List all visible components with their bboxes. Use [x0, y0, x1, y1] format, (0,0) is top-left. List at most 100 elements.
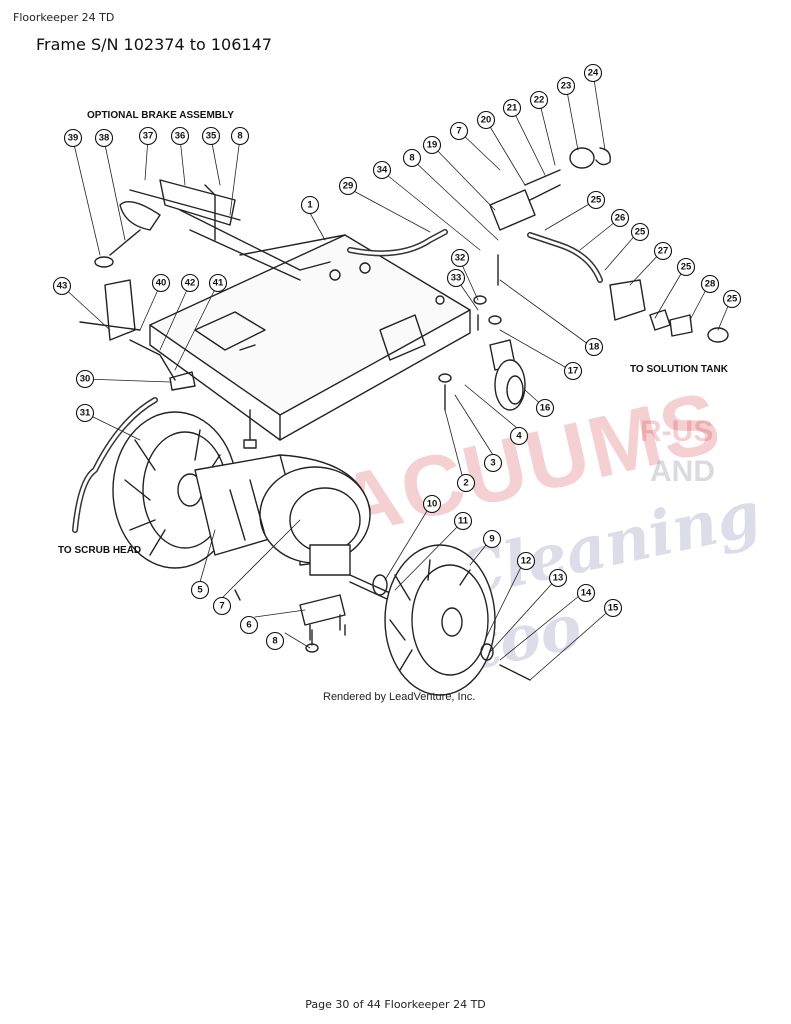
callout-25b	[630, 222, 650, 242]
callout-number: 21	[507, 103, 518, 114]
page-title: Frame S/N 102374 to 106147	[36, 35, 272, 54]
callout-number: 7	[456, 126, 461, 137]
callout-41	[208, 273, 228, 293]
callout-number: 32	[455, 253, 466, 264]
callout-8c	[230, 126, 250, 146]
watermark-rus: R-US	[640, 415, 714, 448]
callout-21	[502, 98, 522, 118]
callout-15	[603, 598, 623, 618]
callout-4	[509, 426, 529, 446]
callout-number: 23	[561, 81, 572, 92]
callout-8	[265, 631, 285, 651]
callout-number: 34	[377, 165, 388, 176]
callout-14	[576, 583, 596, 603]
callout-39	[63, 128, 83, 148]
callout-32	[450, 248, 470, 268]
callout-number: 37	[143, 131, 154, 142]
callout-36	[170, 126, 190, 146]
callout-18	[584, 337, 604, 357]
callout-number: 7	[219, 601, 224, 612]
callout-42	[180, 273, 200, 293]
callout-number: 17	[568, 366, 579, 377]
page-footer: Page 30 of 44 Floorkeeper 24 TD	[305, 998, 486, 1011]
callout-20	[476, 110, 496, 130]
callout-number: 38	[99, 133, 110, 144]
callout-34	[372, 160, 392, 180]
callout-number: 33	[451, 273, 462, 284]
callout-number: 16	[540, 403, 551, 414]
callout-number: 6	[246, 620, 251, 631]
callout-29	[338, 176, 358, 196]
callout-7	[212, 596, 232, 616]
callout-9	[482, 529, 502, 549]
callout-number: 27	[658, 246, 669, 257]
callout-10	[422, 494, 442, 514]
callout-33	[446, 268, 466, 288]
callout-number: 8	[272, 636, 277, 647]
callout-8b	[402, 148, 422, 168]
callout-number: 35	[206, 131, 217, 142]
callout-2	[456, 473, 476, 493]
frame-plate	[149, 234, 471, 416]
callout-43	[52, 276, 72, 296]
callout-23	[556, 76, 576, 96]
callout-number: 43	[57, 281, 68, 292]
callout-number: 20	[481, 115, 492, 126]
callout-30	[75, 369, 95, 389]
callout-19	[422, 135, 442, 155]
callout-22	[529, 90, 549, 110]
callout-number: 31	[80, 408, 91, 419]
callout-number: 14	[581, 588, 592, 599]
callout-number: 18	[589, 342, 600, 353]
callout-number: 12	[521, 556, 532, 567]
callout-number: 11	[458, 516, 469, 527]
callout-35	[201, 126, 221, 146]
callout-6	[239, 615, 259, 635]
callout-27	[653, 241, 673, 261]
callout-number: 3	[490, 458, 495, 469]
callout-26	[610, 208, 630, 228]
callout-number: 36	[175, 131, 186, 142]
callout-number: 26	[615, 213, 626, 224]
scrub-head-label: TO SCRUB HEAD	[58, 545, 141, 556]
callout-number: 13	[553, 573, 564, 584]
callout-number: 42	[185, 278, 196, 289]
callout-number: 22	[534, 95, 545, 106]
callout-7b	[449, 121, 469, 141]
callout-number: 25	[635, 227, 646, 238]
callout-37	[138, 126, 158, 146]
callout-number: 39	[68, 133, 79, 144]
callout-number: 10	[427, 499, 438, 510]
callout-1	[300, 195, 320, 215]
callout-number: 25	[591, 195, 602, 206]
callout-16	[535, 398, 555, 418]
callout-number: 5	[197, 585, 203, 596]
callout-25c	[676, 257, 696, 277]
watermark-and: AND	[650, 455, 715, 488]
callout-number: 25	[681, 262, 692, 273]
callout-number: 4	[516, 431, 522, 442]
callout-40	[151, 273, 171, 293]
callout-number: 30	[80, 374, 91, 385]
callout-number: 9	[489, 534, 494, 545]
callout-13	[548, 568, 568, 588]
callout-number: 24	[588, 68, 599, 79]
callout-number: 19	[427, 140, 438, 151]
callout-number: 8	[409, 153, 414, 164]
callout-number: 1	[307, 200, 313, 211]
callout-31	[75, 403, 95, 423]
callout-38	[94, 128, 114, 148]
callout-17	[563, 361, 583, 381]
callout-number: 40	[156, 278, 167, 289]
callout-number: 15	[608, 603, 619, 614]
rendered-by-text: Rendered by LeadVenture, Inc.	[323, 691, 475, 703]
callout-number: 29	[343, 181, 354, 192]
callout-11	[453, 511, 473, 531]
document-header: Floorkeeper 24 TD	[13, 11, 115, 24]
callout-24	[583, 63, 603, 83]
callout-number: 28	[705, 279, 716, 290]
callout-number: 2	[463, 478, 468, 489]
callout-5	[190, 580, 210, 600]
callout-number: 25	[727, 294, 738, 305]
